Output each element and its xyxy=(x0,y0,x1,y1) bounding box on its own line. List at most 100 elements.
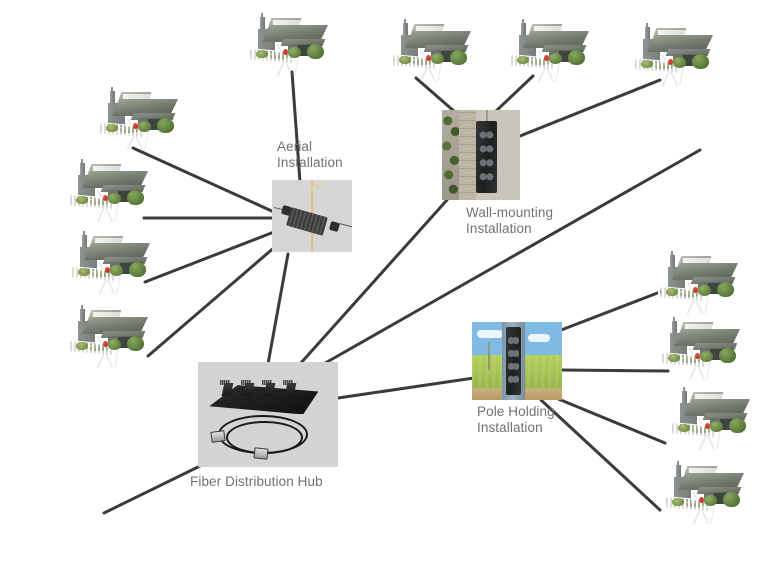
link-wall-house-top-3 xyxy=(493,74,535,114)
wall-mounting-installation-tile[interactable] xyxy=(442,110,520,200)
house-left-2[interactable] xyxy=(56,159,156,222)
chimney-pipe-icon xyxy=(671,251,673,257)
chimney-pipe-icon xyxy=(673,317,675,323)
link-hub-longline-upper-right xyxy=(318,148,702,368)
pole-terminal-box-icon xyxy=(506,326,522,396)
house-right-4[interactable] xyxy=(652,461,752,524)
brick-wall-icon xyxy=(459,110,477,200)
chimney-icon xyxy=(260,17,265,32)
house-right-1[interactable] xyxy=(646,251,746,314)
shrub-icon xyxy=(108,339,121,350)
link-hub-pole xyxy=(336,376,476,400)
chimney-icon xyxy=(521,23,526,38)
chimney-icon xyxy=(80,309,85,324)
chimney-pipe-icon xyxy=(111,87,113,93)
fiber-distribution-hub-label: Fiber Distribution Hub xyxy=(190,474,323,489)
cloud-icon xyxy=(477,329,504,338)
aerial-installation-label: Aerial Installation xyxy=(277,139,343,170)
pole-holding-installation-label: Pole Holding Installation xyxy=(477,404,555,435)
chimney-icon xyxy=(82,235,87,250)
splice-icon xyxy=(283,379,294,385)
porch-opening-icon xyxy=(441,51,455,62)
tree-icon xyxy=(729,418,746,433)
tree-icon xyxy=(719,348,736,363)
link-pole-house-right-2 xyxy=(560,368,670,373)
cable-plug-icon xyxy=(253,447,269,460)
chimney-pipe-icon xyxy=(646,23,648,29)
link-pole-house-right-3 xyxy=(554,396,667,445)
wall-terminal-box-icon xyxy=(476,120,497,193)
chimney-pipe-icon xyxy=(677,461,679,467)
tree-icon xyxy=(127,190,144,205)
shrub-icon xyxy=(399,56,411,64)
porch-opening-icon xyxy=(120,263,134,274)
link-aerial-house-left-3 xyxy=(143,230,276,284)
pole-holding-installation-tile[interactable] xyxy=(472,322,562,400)
link-aerial-house-left-4 xyxy=(146,244,278,358)
house-top-4[interactable] xyxy=(621,23,721,86)
porch-opening-icon xyxy=(559,51,573,62)
flower-icon xyxy=(699,497,704,503)
wall-mounting-installation-label: Wall-mounting Installation xyxy=(466,205,554,236)
link-pole-house-right-4 xyxy=(539,398,662,512)
tree-icon xyxy=(157,118,174,133)
house-top-2[interactable] xyxy=(379,19,479,82)
tree-icon xyxy=(129,262,146,277)
porch-opening-icon xyxy=(714,493,728,504)
house-top-3[interactable] xyxy=(497,19,597,82)
distant-pole-icon xyxy=(488,342,491,371)
closure-end-cap-right-icon xyxy=(328,220,340,232)
shrub-icon xyxy=(666,288,678,296)
ivy-icon xyxy=(442,110,461,200)
splice-icon xyxy=(220,379,231,385)
shrub-icon xyxy=(668,354,680,362)
link-aerial-house-left-1 xyxy=(131,146,276,214)
splice-icon xyxy=(262,379,273,385)
porch-opening-icon xyxy=(148,119,162,130)
house-top-1[interactable] xyxy=(236,13,336,76)
shrub-icon xyxy=(710,421,723,432)
cloud-icon xyxy=(527,334,550,343)
flower-icon xyxy=(105,267,110,273)
tree-icon xyxy=(723,492,740,507)
house-left-3[interactable] xyxy=(58,231,158,294)
shrub-icon xyxy=(673,57,686,68)
shrub-icon xyxy=(76,342,88,350)
flower-icon xyxy=(283,49,288,55)
link-wall-house-top-4 xyxy=(518,78,662,138)
porch-opening-icon xyxy=(683,55,697,66)
splice-icon xyxy=(241,379,252,385)
house-right-3[interactable] xyxy=(658,387,758,450)
tree-icon xyxy=(450,50,467,65)
house-right-2[interactable] xyxy=(648,317,748,380)
tree-icon xyxy=(717,282,734,297)
tree-icon xyxy=(568,50,585,65)
fiber-distribution-hub-tile[interactable] xyxy=(198,362,338,467)
link-pole-house-right-1 xyxy=(554,290,662,334)
cable-plug-icon xyxy=(209,430,226,444)
tree-icon xyxy=(127,336,144,351)
house-left-4[interactable] xyxy=(56,305,156,368)
terminal-ports-icon xyxy=(508,333,520,389)
shrub-icon xyxy=(431,53,444,64)
chimney-pipe-icon xyxy=(404,19,406,25)
porch-opening-icon xyxy=(708,283,722,294)
porch-opening-icon xyxy=(118,191,132,202)
shrub-icon xyxy=(672,498,684,506)
shrub-icon xyxy=(704,495,717,506)
link-aerial-house-top-1 xyxy=(290,70,302,184)
shrub-icon xyxy=(678,424,690,432)
house-left-1[interactable] xyxy=(86,87,186,150)
porch-opening-icon xyxy=(710,349,724,360)
link-hub-longline-lower-left xyxy=(102,464,202,515)
aerial-installation-tile[interactable] xyxy=(272,180,352,252)
chimney-pipe-icon xyxy=(81,159,83,165)
shrub-icon xyxy=(138,121,151,132)
flower-icon xyxy=(133,123,138,129)
shrub-icon xyxy=(698,285,711,296)
chimney-icon xyxy=(682,391,687,406)
link-hub-aerial xyxy=(266,252,290,366)
flower-icon xyxy=(103,341,108,347)
